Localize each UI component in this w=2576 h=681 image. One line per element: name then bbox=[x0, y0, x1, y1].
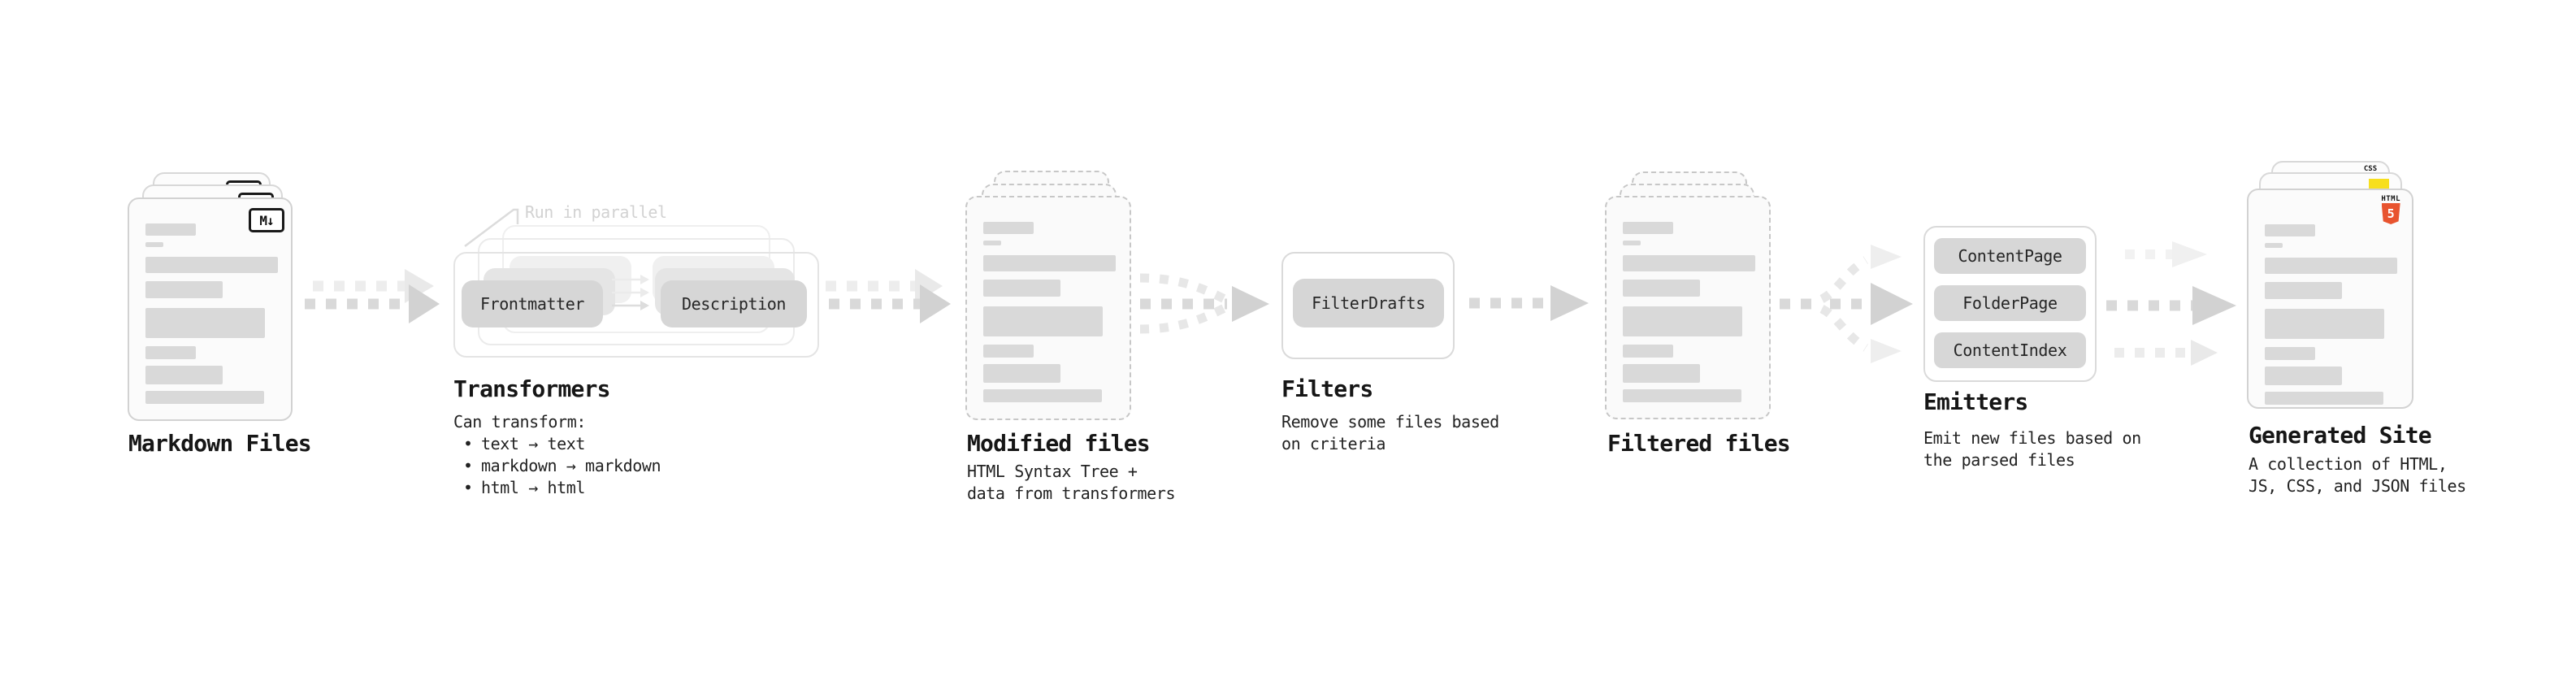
css-icon-label: CSS bbox=[2363, 165, 2378, 173]
html5-icon-label: HTML bbox=[2381, 195, 2400, 203]
modified-files-description: HTML Syntax Tree + data from transformer… bbox=[967, 461, 1176, 505]
generated-site-title: Generated Site bbox=[2249, 422, 2432, 449]
filters-description: Remove some files based on criteria bbox=[1281, 411, 1499, 455]
filterdrafts-pill: FilterDrafts bbox=[1293, 279, 1444, 327]
generated-html-file-card: HTML 5 bbox=[2247, 189, 2413, 409]
markdown-files-title: Markdown Files bbox=[128, 430, 312, 457]
arrow-filtered-to-emitters bbox=[1780, 245, 1913, 363]
generated-site-desc-line: JS, CSS, and JSON files bbox=[2249, 476, 2466, 496]
generated-site-desc-line: A collection of HTML, bbox=[2249, 454, 2448, 474]
modified-file-card-front bbox=[965, 196, 1131, 420]
document-skeleton-lines bbox=[145, 223, 278, 404]
modified-files-desc-line: HTML Syntax Tree + bbox=[967, 462, 1138, 481]
markdown-icon: M↓ bbox=[249, 208, 284, 232]
emitters-desc-line: the parsed files bbox=[1923, 450, 2075, 470]
filtered-file-card-front bbox=[1605, 196, 1771, 419]
emitters-description: Emit new files based on the parsed files bbox=[1923, 427, 2141, 471]
transformers-title: Transformers bbox=[453, 375, 611, 402]
emitters-desc-line: Emit new files based on bbox=[1923, 428, 2141, 448]
transform-bullet: text → text bbox=[453, 433, 661, 455]
filters-title: Filters bbox=[1281, 375, 1373, 402]
arrow-emitters-to-generated bbox=[2106, 241, 2236, 366]
arrow-filters-to-filtered bbox=[1469, 285, 1589, 321]
arrow-markdown-to-transformers bbox=[305, 269, 440, 323]
filters-desc-line: on criteria bbox=[1281, 434, 1386, 453]
description-pill: Description bbox=[661, 280, 807, 327]
arrow-modified-to-filters bbox=[1139, 273, 1269, 334]
generated-site-description: A collection of HTML, JS, CSS, and JSON … bbox=[2249, 453, 2466, 497]
filtered-files-title: Filtered files bbox=[1607, 430, 1791, 457]
modified-files-desc-line: data from transformers bbox=[967, 484, 1176, 503]
document-skeleton-lines bbox=[983, 222, 1116, 402]
contentindex-pill: ContentIndex bbox=[1934, 332, 2086, 368]
filters-desc-line: Remove some files based bbox=[1281, 412, 1499, 432]
folderpage-pill: FolderPage bbox=[1934, 285, 2086, 321]
javascript-icon bbox=[2369, 179, 2389, 190]
html5-icon: HTML 5 bbox=[2381, 195, 2400, 224]
transformers-desc-heading: Can transform: bbox=[453, 412, 586, 432]
document-skeleton-lines bbox=[2265, 224, 2397, 405]
transform-bullet: html → html bbox=[453, 477, 661, 499]
frontmatter-pill: Frontmatter bbox=[462, 280, 603, 327]
modified-files-title: Modified files bbox=[967, 430, 1151, 457]
arrow-transformers-to-modified bbox=[826, 269, 951, 323]
emitters-title: Emitters bbox=[1923, 388, 2028, 415]
transformer-outline-front bbox=[453, 252, 819, 358]
transform-bullet: markdown → markdown bbox=[453, 455, 661, 477]
run-in-parallel-annotation: Run in parallel bbox=[525, 202, 667, 222]
html5-icon-number: 5 bbox=[2387, 206, 2395, 221]
document-skeleton-lines bbox=[1623, 222, 1755, 402]
contentpage-pill: ContentPage bbox=[1934, 238, 2086, 274]
transformers-description: Can transform: text → text markdown → ma… bbox=[453, 411, 661, 499]
markdown-file-card-front: M↓ bbox=[128, 197, 293, 421]
